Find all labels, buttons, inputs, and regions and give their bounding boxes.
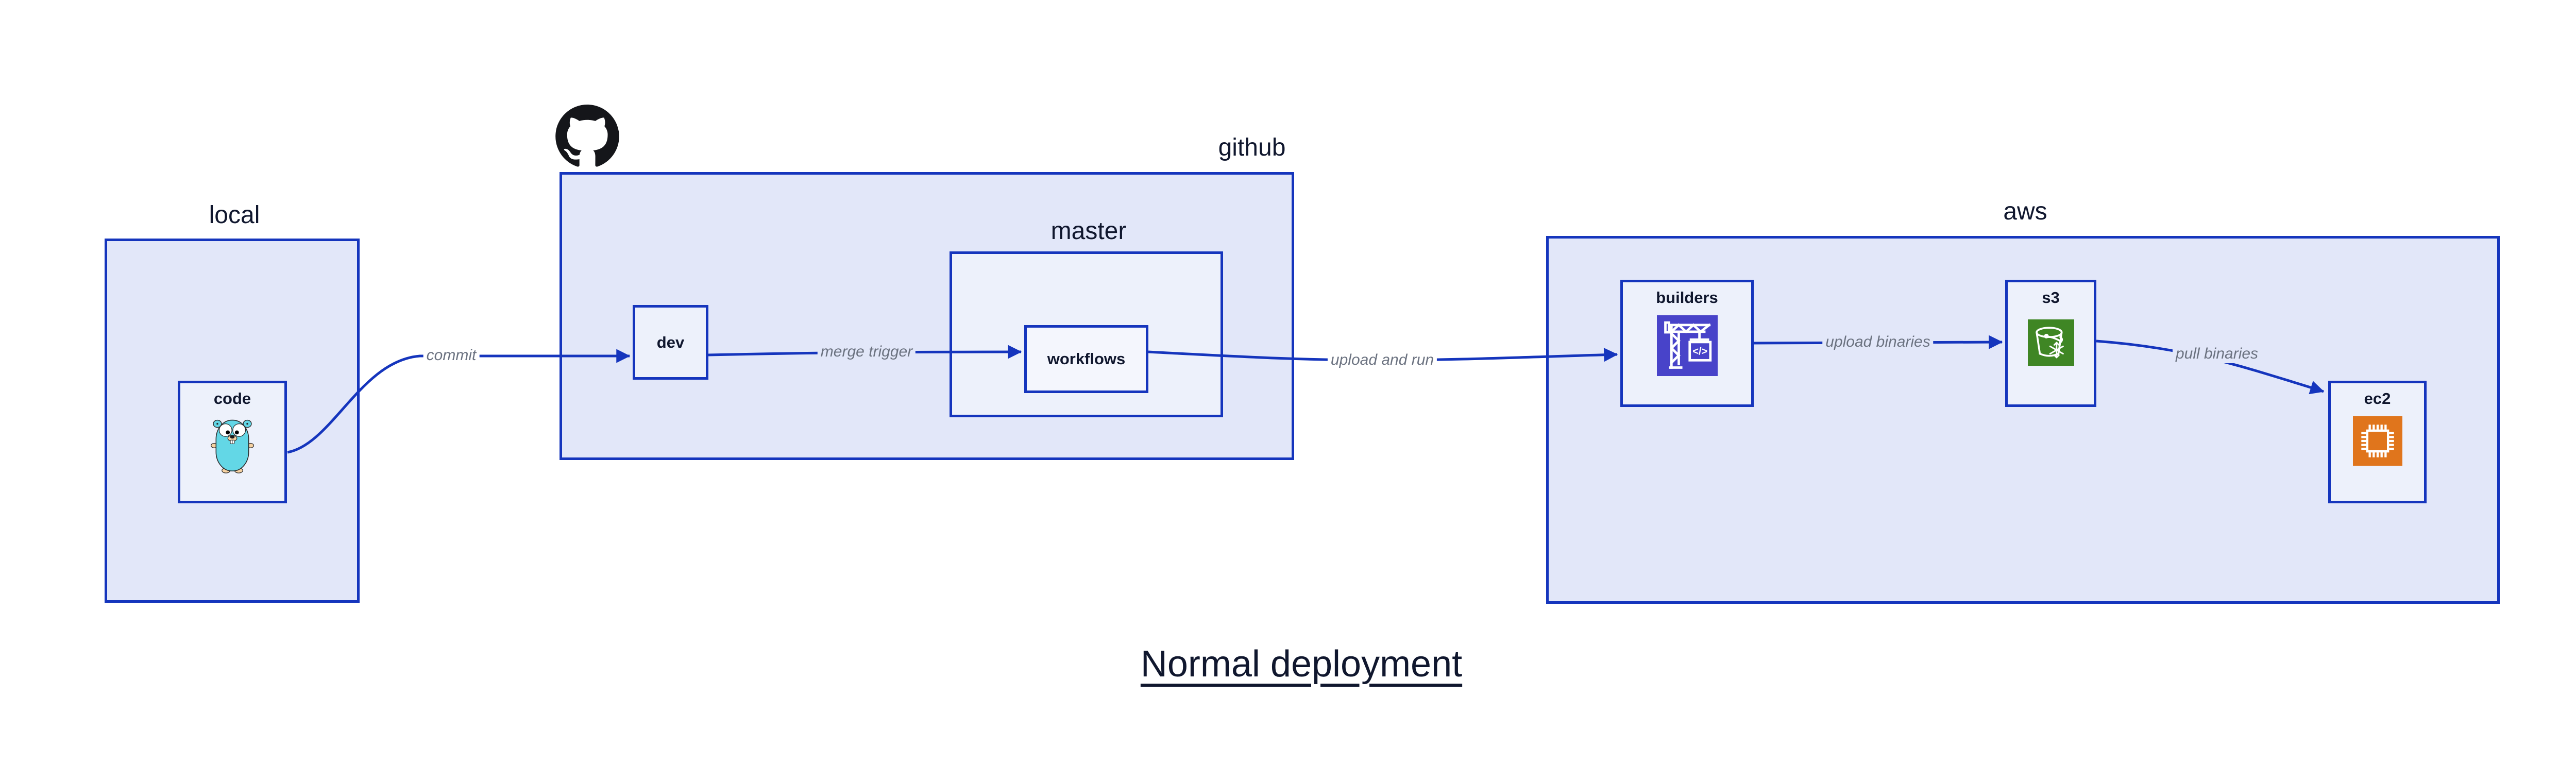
dev-node: dev (633, 305, 708, 380)
github-logo-icon (555, 105, 619, 167)
code-node: code (178, 381, 287, 503)
edge-label-merge-trigger: merge trigger (817, 343, 916, 361)
github-container: github dev master workflows (555, 105, 1294, 460)
diagram-title: Normal deployment (1140, 643, 1463, 685)
code-node-label: code (213, 389, 251, 408)
s3-bucket-snowflake-icon (2027, 319, 2074, 366)
ec2-node-label: ec2 (2364, 389, 2391, 408)
go-gopher-icon (211, 419, 254, 473)
ec2-node: ec2 (2328, 381, 2427, 503)
aws-container-label: aws (2003, 198, 2047, 225)
edge-label-upload-and-run: upload and run (1327, 351, 1437, 369)
builders-node: builders (1620, 280, 1754, 407)
aws-container: aws builders (1546, 198, 2500, 604)
master-node-label: master (1050, 217, 1127, 245)
dev-node-label: dev (656, 333, 685, 351)
local-container: local code (105, 201, 360, 603)
workflows-node: workflows (1024, 325, 1148, 393)
edge-label-pull-binaries: pull binaries (2172, 345, 2262, 363)
edge-label-commit: commit (423, 346, 480, 365)
svg-text:</>: </> (1692, 346, 1707, 358)
workflows-node-label: workflows (1047, 350, 1126, 368)
ec2-chip-icon (2352, 416, 2402, 466)
codebuild-crane-icon: </> (1656, 315, 1718, 376)
s3-node: s3 (2005, 280, 2096, 407)
edge-label-upload-binaries: upload binaries (1822, 333, 1934, 351)
s3-node-label: s3 (2042, 288, 2060, 307)
github-container-label: github (1218, 134, 1286, 161)
builders-node-label: builders (1656, 288, 1718, 307)
local-container-label: local (209, 201, 260, 229)
master-node: master workflows (950, 217, 1223, 417)
